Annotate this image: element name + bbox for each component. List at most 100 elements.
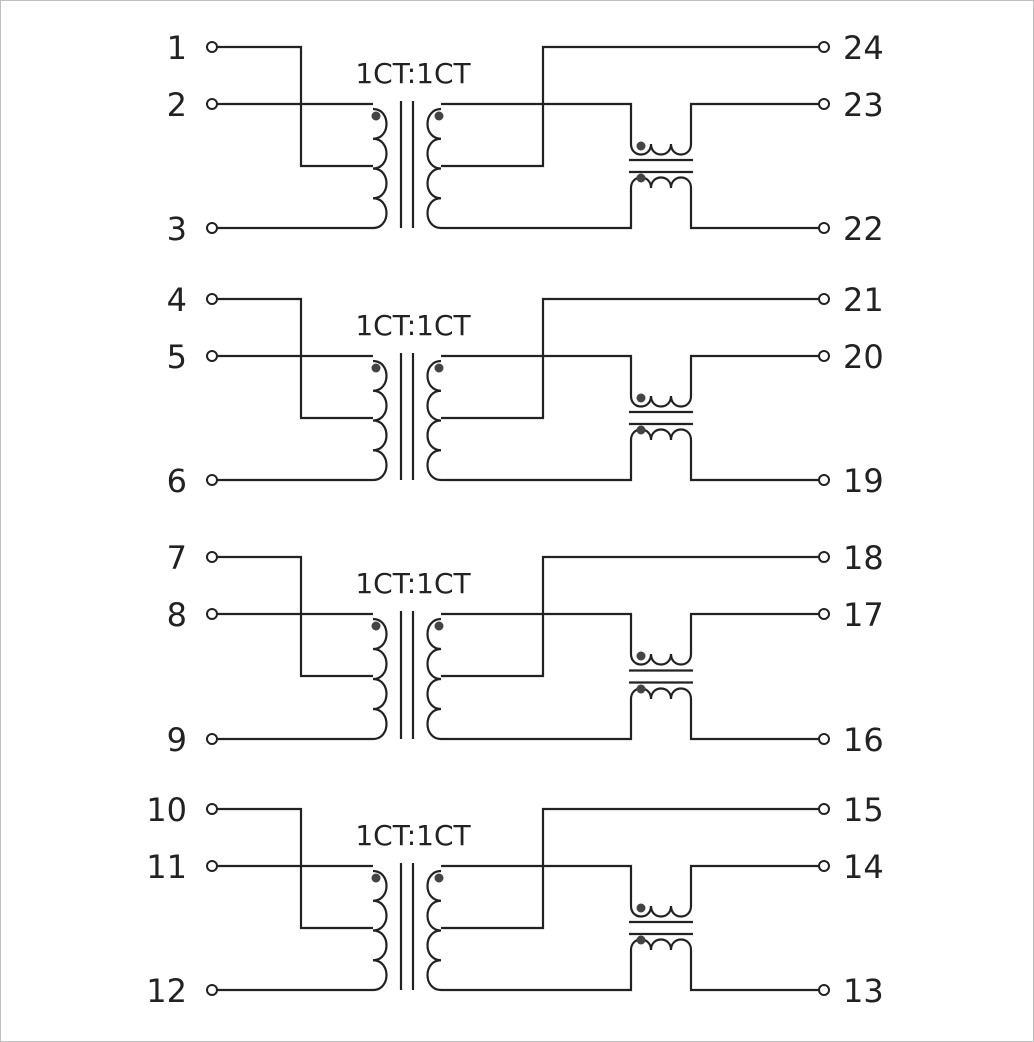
terminal-pin-2 (206, 98, 218, 110)
output-bottom-wire (689, 188, 819, 230)
secondary-winding (426, 869, 442, 992)
turns-ratio-label: 1CT:1CT (355, 567, 471, 600)
secondary-center-tap-wire (441, 555, 819, 678)
pin-label-13: 13 (843, 972, 884, 1010)
secondary-bottom-wire (441, 699, 633, 741)
choke-upper-winding (629, 395, 693, 408)
output-top-wire (689, 864, 819, 906)
pin-label-10: 10 (146, 791, 187, 829)
pin-label-19: 19 (843, 462, 884, 500)
primary-polarity-dot (371, 363, 381, 373)
secondary-top-wire (441, 612, 633, 654)
terminal-pin-6 (206, 474, 218, 486)
terminal-pin-4 (206, 293, 218, 305)
pin-label-16: 16 (843, 721, 884, 759)
terminal-pin-5 (206, 350, 218, 362)
choke-lower-dot (636, 684, 646, 694)
secondary-polarity-dot (434, 363, 444, 373)
secondary-winding (426, 359, 442, 482)
secondary-top-wire (441, 102, 633, 144)
output-bottom-wire (689, 440, 819, 482)
terminal-pin-17 (818, 608, 830, 620)
terminal-pin-7 (206, 551, 218, 563)
primary-center-tap-wire (217, 297, 373, 420)
pin-label-23: 23 (843, 86, 884, 124)
secondary-polarity-dot (434, 621, 444, 631)
terminal-pin-14 (818, 860, 830, 872)
output-bottom-wire (689, 699, 819, 741)
pin-label-5: 5 (167, 338, 187, 376)
terminal-pin-10 (206, 803, 218, 815)
choke-upper-dot (636, 393, 646, 403)
primary-polarity-dot (371, 873, 381, 883)
output-bottom-wire (689, 950, 819, 992)
primary-winding (372, 359, 388, 482)
pin-label-1: 1 (167, 29, 187, 67)
output-top-wire (689, 354, 819, 396)
terminal-pin-16 (818, 733, 830, 745)
choke-upper-winding (629, 905, 693, 918)
pin-label-3: 3 (167, 210, 187, 248)
pin-label-2: 2 (167, 86, 187, 124)
output-top-wire (689, 102, 819, 144)
choke-lower-dot (636, 935, 646, 945)
terminal-pin-3 (206, 222, 218, 234)
turns-ratio-label: 1CT:1CT (355, 819, 471, 852)
primary-polarity-dot (371, 621, 381, 631)
terminal-pin-22 (818, 222, 830, 234)
terminal-pin-11 (206, 860, 218, 872)
terminal-pin-18 (818, 551, 830, 563)
pin-label-9: 9 (167, 721, 187, 759)
primary-center-tap-wire (217, 807, 373, 930)
choke-upper-dot (636, 141, 646, 151)
terminal-pin-24 (818, 41, 830, 53)
pin-label-12: 12 (146, 972, 187, 1010)
secondary-bottom-wire (441, 950, 633, 992)
terminal-pin-20 (818, 350, 830, 362)
primary-center-tap-wire (217, 45, 373, 168)
secondary-bottom-wire (441, 188, 633, 230)
pin-label-18: 18 (843, 539, 884, 577)
pin-label-11: 11 (146, 848, 187, 886)
secondary-center-tap-wire (441, 45, 819, 168)
pin-label-15: 15 (843, 791, 884, 829)
secondary-winding (426, 617, 442, 741)
terminal-pin-1 (206, 41, 218, 53)
secondary-polarity-dot (434, 873, 444, 883)
turns-ratio-label: 1CT:1CT (355, 57, 471, 90)
primary-polarity-dot (371, 111, 381, 121)
secondary-center-tap-wire (441, 807, 819, 930)
terminal-pin-15 (818, 803, 830, 815)
terminal-pin-9 (206, 733, 218, 745)
choke-upper-winding (629, 653, 693, 666)
choke-upper-dot (636, 651, 646, 661)
pin-label-4: 4 (167, 281, 187, 319)
pin-label-17: 17 (843, 596, 884, 634)
terminal-pin-13 (818, 984, 830, 996)
secondary-winding (426, 107, 442, 230)
choke-upper-winding (629, 143, 693, 156)
choke-lower-dot (636, 173, 646, 183)
terminal-pin-21 (818, 293, 830, 305)
choke-lower-dot (636, 425, 646, 435)
primary-center-tap-wire (217, 555, 373, 678)
turns-ratio-label: 1CT:1CT (355, 309, 471, 342)
output-top-wire (689, 612, 819, 654)
pin-label-8: 8 (167, 596, 187, 634)
secondary-top-wire (441, 354, 633, 396)
secondary-polarity-dot (434, 111, 444, 121)
terminal-pin-23 (818, 98, 830, 110)
secondary-center-tap-wire (441, 297, 819, 420)
choke-upper-dot (636, 903, 646, 913)
terminal-pin-19 (818, 474, 830, 486)
pin-label-6: 6 (167, 462, 187, 500)
secondary-top-wire (441, 864, 633, 906)
pin-label-20: 20 (843, 338, 884, 376)
primary-winding (372, 869, 388, 992)
